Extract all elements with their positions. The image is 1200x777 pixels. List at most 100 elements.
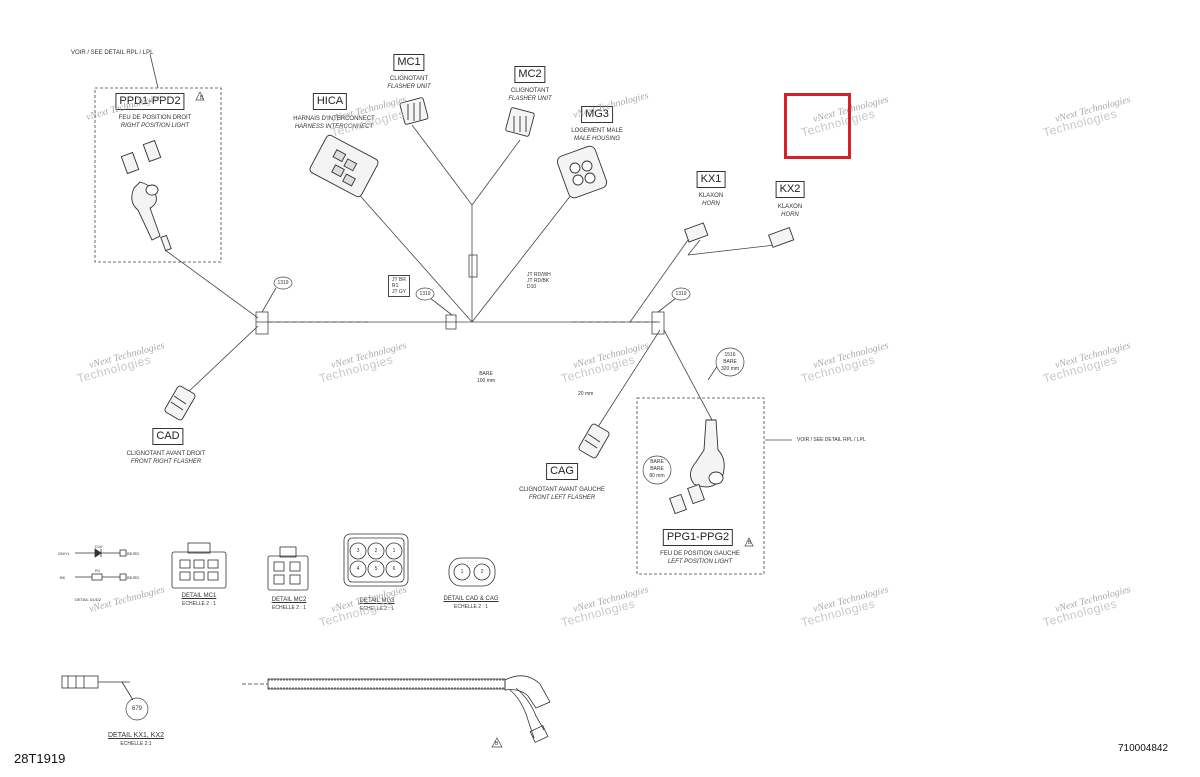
ppg-detail-box	[636, 397, 765, 575]
ppg-rev-mark: B	[748, 540, 752, 546]
bottom-harness-view	[242, 675, 551, 743]
mc2-code-label: MC2	[514, 66, 546, 83]
callout-1319-left: 1319	[277, 280, 289, 286]
kx2-code-label: KX2	[775, 181, 805, 198]
drawing-number: 710004842	[1118, 743, 1169, 754]
cad-connector-icon	[164, 385, 196, 421]
branch-cag	[595, 329, 661, 431]
branch-hica	[354, 189, 473, 323]
kx1-terminal-icon	[683, 222, 709, 243]
jt-right-line1: JT RD/WH	[527, 272, 551, 278]
branch-mc1	[411, 124, 473, 206]
cag-label-en: FRONT LEFT FLASHER	[528, 495, 596, 501]
sleeve-right	[651, 311, 665, 335]
kx2-terminal-icon	[768, 227, 795, 248]
ppg-code-label: PPG1-PPG2	[662, 529, 734, 546]
selection-highlight-box[interactable]	[784, 93, 851, 159]
kx-detail-terminal	[61, 675, 134, 701]
mc1-label-en: FLASHER UNIT	[387, 84, 431, 90]
jt-right-line2: JT RD/BK	[527, 278, 550, 284]
mg3-pin-5: 5	[374, 566, 378, 572]
branch-mg3	[471, 189, 576, 323]
mg3-pin-6: 6	[392, 566, 396, 572]
diode-row2-right: BE/RD	[127, 575, 140, 580]
cad-label-en: FRONT RIGHT FLASHER	[130, 459, 202, 465]
cad-cag-detail-scale: ECHELLE 2 : 1	[454, 604, 488, 610]
jt-left-line1: JT BR	[392, 277, 406, 283]
kx-detail-title: DETAIL KX1, KX2	[107, 732, 165, 739]
cag-connector-icon	[578, 423, 610, 459]
ppd-socket-icon	[120, 139, 172, 252]
mc2-detail-title: DETAIL MC2	[271, 597, 307, 603]
hica-label-fr: HARNAIS D'INTERCONNECT	[293, 116, 375, 122]
branch-horn	[629, 239, 689, 323]
mg3-code-label: MG3	[581, 106, 613, 123]
cad-cag-detail-face	[448, 557, 496, 587]
mg3-detail-title: DETAIL MG3	[359, 598, 395, 604]
kx2-label-en: HORN	[781, 212, 799, 218]
hica-label-en: HARNESS INTERCONNECT	[294, 124, 374, 130]
sleeve-upper	[468, 254, 478, 278]
ppd-detail-box	[94, 87, 222, 263]
bare-center-line1: BARE	[479, 371, 493, 377]
mc2-label-en: FLASHER UNIT	[508, 96, 552, 102]
mc1-label-fr: CLIGNOTANT	[389, 76, 429, 82]
callout-1516-line1: 1516	[724, 352, 736, 358]
ppg-label-fr: FEU DE POSITION GAUCHE	[660, 551, 740, 557]
ppd-rev-mark: B	[200, 95, 204, 101]
mc2-detail-face	[267, 546, 309, 591]
cad-cag-pin-1: 1	[460, 569, 464, 575]
hica-code-label: HICA	[312, 93, 348, 110]
mc2-detail-scale: ECHELLE 2 : 1	[272, 605, 306, 611]
bottom-rev-mark: B	[495, 741, 499, 747]
diode-row2-left: BK	[60, 575, 66, 580]
hica-connector-icon	[309, 134, 379, 198]
cag-label-fr: CLIGNOTANT AVANT GAUCHE	[519, 487, 605, 493]
mc2-connector-icon	[505, 107, 535, 137]
mg3-pin-4: 4	[356, 566, 360, 572]
diode-row1-left: GN/YL	[58, 551, 71, 556]
bare80-line1: BARE	[650, 459, 664, 465]
ppd-label-fr: FEU DE POSITION DROIT	[118, 115, 192, 121]
branch-kx2	[687, 244, 776, 256]
cad-code-label: CAD	[152, 428, 184, 445]
mg3-housing-icon	[556, 145, 608, 199]
ppg-socket-icon	[669, 419, 725, 515]
mg3-label-en: MALE HOUSING	[573, 136, 621, 142]
mg3-detail-face	[343, 533, 409, 587]
kx2-label-fr: KLAXON	[777, 204, 803, 210]
kx-balloon-679: 679	[131, 706, 143, 712]
mc1-detail-title: DETAIL MC1	[181, 593, 217, 599]
branch-ppg	[663, 329, 713, 421]
ppg-label-en: LEFT POSITION LIGHT	[667, 559, 733, 565]
kx-detail-scale: ECHELLE 2:1	[120, 741, 152, 747]
mg3-pin-3: 3	[356, 548, 360, 554]
bare80-line3: 80 mm	[649, 473, 665, 479]
mg3-pin-1: 1	[392, 548, 396, 554]
bare-center-line2: 100 mm	[476, 378, 496, 384]
cag-code-label: CAG	[546, 463, 578, 480]
branch-ppd	[164, 249, 259, 319]
jt-left-line2: R1	[392, 283, 399, 289]
mc1-detail-scale: ECHELLE 2 : 1	[182, 601, 216, 607]
branch-kx1	[687, 239, 701, 256]
diode-row1-mid: D10	[95, 544, 103, 549]
mg3-detail-scale: ECHELLE 2 : 1	[360, 606, 394, 612]
kx1-code-label: KX1	[696, 171, 726, 188]
mc1-connector-icon	[399, 97, 429, 125]
sleeve-mid	[445, 314, 457, 330]
length-20mm: 20 mm	[578, 391, 594, 397]
diode-detail-title: DETAIL D1/D2	[75, 597, 102, 602]
jt-left-line3: JT GY	[392, 289, 407, 295]
ppd-see-detail-note: VOIR / SEE DETAIL RPL / LPL	[71, 50, 154, 56]
mc1-detail-face	[171, 542, 227, 589]
mc1-code-label: MC1	[393, 54, 425, 71]
sleeve-left	[255, 311, 269, 335]
callout-1319-right: 1319	[675, 291, 687, 297]
ppd-code-label: PPD1-PPD2	[115, 93, 185, 110]
jt-right-line3: D10	[527, 284, 537, 290]
sheet-id: 28T1919	[14, 751, 66, 766]
callout-1319-mid: 1319	[419, 291, 431, 297]
kx1-label-fr: KLAXON	[698, 193, 724, 199]
